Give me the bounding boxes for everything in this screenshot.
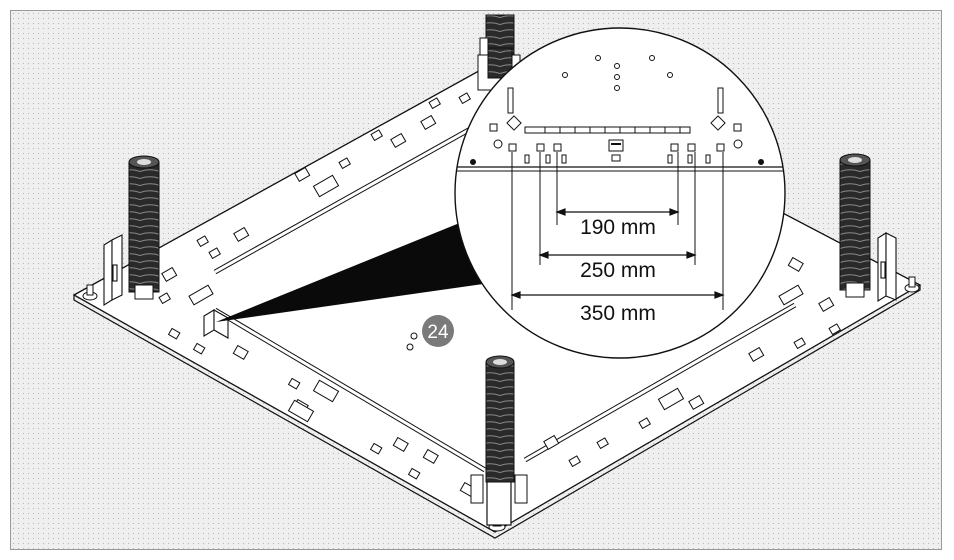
callout-wedge: [216, 222, 490, 322]
plate-holes: [158, 92, 842, 498]
dimension-label-250: 250 mm: [580, 259, 656, 282]
rails: [213, 115, 797, 473]
dimension-label-350: 350 mm: [580, 302, 656, 325]
dimension-label-190: 190 mm: [580, 216, 656, 239]
base-plate-edge: [73, 285, 921, 539]
side-bracket-left: [103, 234, 123, 306]
step-number: 24: [427, 322, 449, 343]
corner-post-front: [470, 355, 528, 526]
side-bracket-right: [877, 232, 897, 302]
step-badge: 24: [406, 315, 454, 351]
coil-post-right: [839, 153, 871, 298]
coil-post-left: [128, 155, 160, 300]
magnifier-callout: 190 mm 250 mm 350 mm: [454, 27, 786, 359]
bracket-part: [203, 309, 229, 339]
